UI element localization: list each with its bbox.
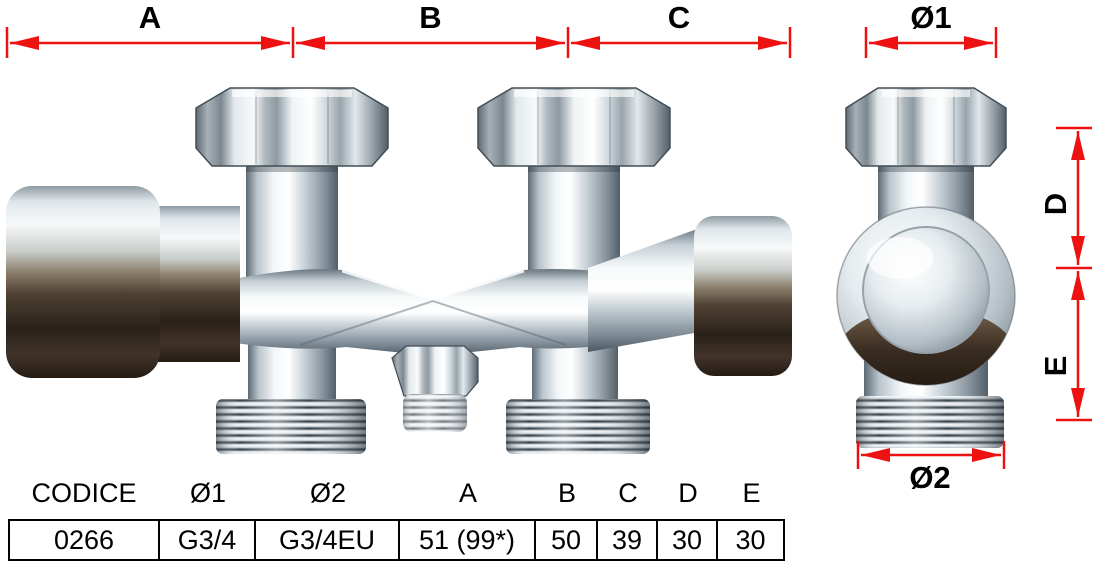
spec-value-d: 30 bbox=[658, 519, 718, 561]
dim-label-b: B bbox=[419, 0, 442, 35]
body-dark-seam bbox=[299, 299, 567, 346]
spec-value-codice: 0266 bbox=[8, 519, 160, 561]
side-view bbox=[836, 87, 1016, 448]
upper-pipe-left bbox=[246, 150, 338, 290]
spec-value-dia1: G3/4 bbox=[160, 519, 256, 561]
spec-value-e: 30 bbox=[718, 519, 785, 561]
spec-header-codice: CODICE bbox=[31, 477, 137, 508]
hex-nut-right bbox=[477, 87, 671, 167]
threaded-outlet-left bbox=[216, 399, 366, 454]
spec-value-dia2: G3/4EU bbox=[256, 519, 400, 561]
dim-label-e: E bbox=[1038, 355, 1073, 377]
spec-table-header-row: CODICE Ø1 Ø2 A B C D E bbox=[8, 477, 785, 509]
center-outlet bbox=[391, 345, 479, 432]
dim-label-d: D bbox=[1038, 192, 1073, 216]
pipe-shadow bbox=[246, 166, 338, 172]
pipe-shadow bbox=[528, 166, 620, 172]
left-handwheel bbox=[6, 186, 240, 378]
hex-nut-left bbox=[195, 87, 389, 167]
dim-label-c: C bbox=[667, 0, 691, 35]
spec-table-value-row: 0266 G3/4 G3/4EU 51 (99*) 50 39 30 30 bbox=[8, 519, 785, 561]
spec-header-dia1: Ø1 bbox=[189, 477, 227, 508]
dim-label-dia1: Ø1 bbox=[910, 0, 952, 35]
body-highlight-seam bbox=[341, 269, 525, 301]
spec-header-c: C bbox=[618, 477, 638, 508]
spec-header-e: E bbox=[742, 477, 761, 508]
right-handwheel bbox=[588, 216, 792, 376]
spec-header-b: B bbox=[557, 477, 576, 508]
dim-label-dia2: Ø2 bbox=[909, 460, 951, 495]
pipe-shadow bbox=[878, 166, 974, 172]
spec-header-a: A bbox=[458, 477, 477, 508]
side-round-knob bbox=[836, 206, 1016, 386]
spec-value-b: 50 bbox=[536, 519, 598, 561]
spec-value-a: 51 (99*) bbox=[400, 519, 536, 561]
side-hex-nut bbox=[845, 87, 1007, 167]
threaded-outlet-right bbox=[506, 399, 650, 454]
spec-header-d: D bbox=[678, 477, 698, 508]
front-view bbox=[6, 87, 792, 454]
dimension-lines bbox=[5, 27, 1092, 469]
valve-body bbox=[228, 269, 648, 356]
spec-value-c: 39 bbox=[598, 519, 658, 561]
dim-label-a: A bbox=[138, 0, 162, 35]
side-threaded-outlet bbox=[856, 396, 1004, 448]
spec-header-dia2: Ø2 bbox=[309, 477, 347, 508]
